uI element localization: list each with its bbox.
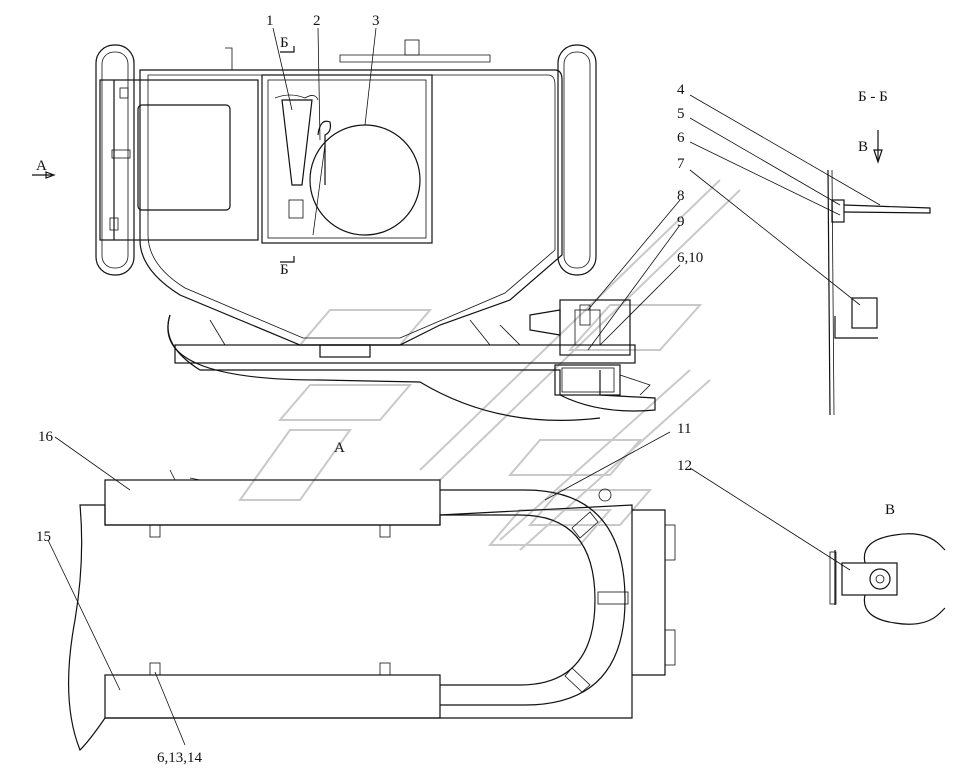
label-6-13-14: 6,13,14 (157, 750, 203, 766)
view-a (67, 469, 676, 752)
label-2: 2 (313, 13, 321, 29)
label-11: 11 (677, 421, 691, 437)
label-6-10: 6,10 (677, 250, 703, 266)
label-16: 16 (38, 429, 54, 445)
view-a-arrow-label: А (36, 158, 47, 174)
label-12: 12 (677, 458, 692, 474)
label-5: 5 (677, 106, 685, 122)
view-v-arrow-label: В (858, 139, 868, 155)
view-v (829, 533, 946, 625)
section-bb (827, 130, 931, 416)
watermark (238, 179, 741, 551)
label-4: 4 (677, 82, 685, 98)
section-bb-title: Б - Б (858, 89, 888, 105)
section-mark-top: Б (280, 35, 289, 51)
top-view (95, 39, 597, 346)
label-7: 7 (677, 156, 685, 172)
label-9: 9 (677, 214, 685, 230)
label-6: 6 (677, 130, 685, 146)
label-8: 8 (677, 188, 685, 204)
label-15: 15 (36, 529, 51, 545)
frame-view (167, 299, 656, 421)
label-3: 3 (372, 13, 380, 29)
view-a-title: А (334, 440, 345, 456)
section-mark-bottom: Б (280, 262, 289, 278)
label-1: 1 (266, 13, 274, 29)
view-v-title: В (885, 502, 895, 518)
callout-labels: 1 2 3 4 5 6 7 8 9 6,10 11 12 16 15 6,13,… (36, 13, 895, 766)
leader-lines (32, 27, 881, 746)
